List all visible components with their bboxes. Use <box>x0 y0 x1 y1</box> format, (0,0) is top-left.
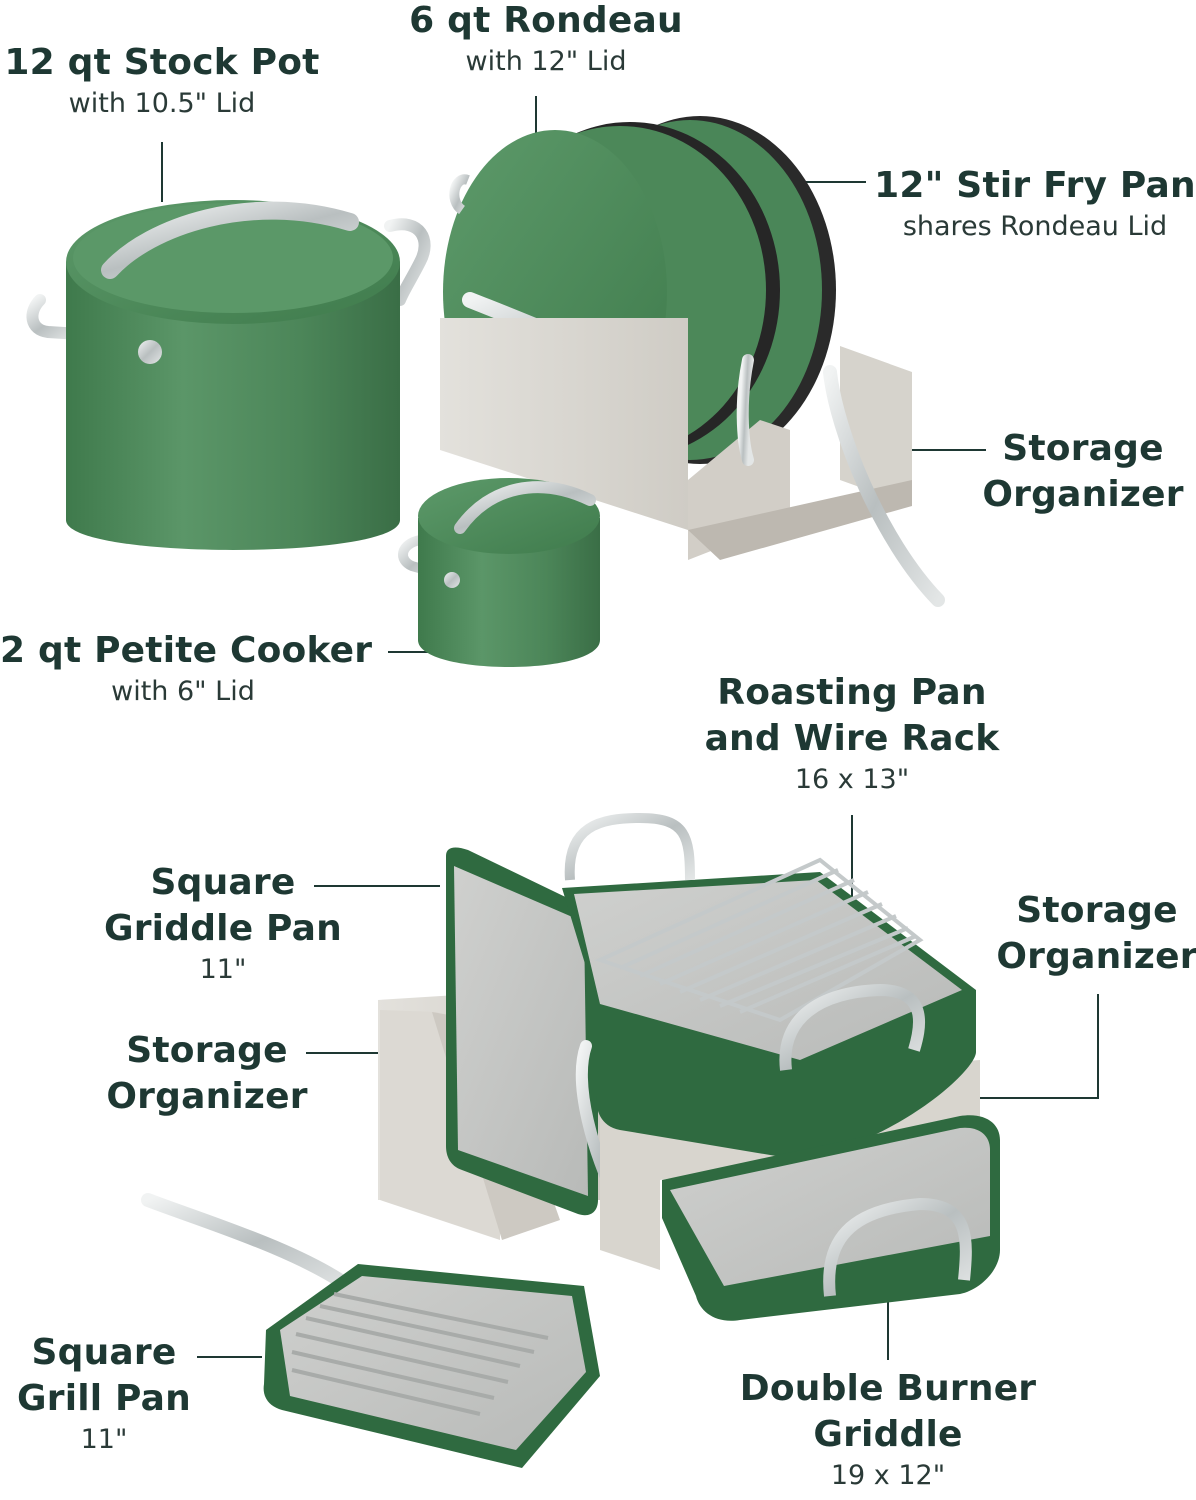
double-griddle-line1: Double Burner <box>739 1368 1037 1409</box>
label-stir-fry: 12" Stir Fry Pan shares Rondeau Lid <box>874 163 1196 245</box>
grill-pan-illustration <box>141 1193 600 1468</box>
grill-pan-line1: Square <box>31 1332 177 1373</box>
grill-pan-subtitle: 11" <box>80 1424 128 1455</box>
double-griddle-line2: Griddle <box>813 1414 963 1455</box>
grill-pan-line2: Grill Pan <box>17 1378 191 1419</box>
storage-right-line2: Organizer <box>996 936 1196 977</box>
label-grill-pan: Square Grill Pan 11" <box>4 1330 204 1458</box>
label-storage-left: Storage Organizer <box>104 1028 310 1120</box>
stock-pot-illustration <box>26 200 431 550</box>
label-square-griddle: Square Griddle Pan 11" <box>98 860 348 988</box>
storage-left-line2: Organizer <box>106 1076 308 1117</box>
square-griddle-line2: Griddle Pan <box>103 908 342 949</box>
storage-left-line1: Storage <box>126 1030 288 1071</box>
label-storage-right: Storage Organizer <box>994 888 1196 980</box>
petite-title: 2 qt Petite Cooker <box>0 630 373 671</box>
roasting-line1: Roasting Pan <box>717 672 987 713</box>
square-griddle-subtitle: 11" <box>199 954 247 985</box>
stock-pot-title: 12 qt Stock Pot <box>4 42 320 83</box>
storage-right-line1: Storage <box>1016 890 1178 931</box>
label-double-griddle: Double Burner Griddle 19 x 12" <box>732 1366 1044 1494</box>
petite-cooker-illustration <box>398 478 600 667</box>
label-storage-top: Storage Organizer <box>980 426 1186 518</box>
rondeau-subtitle: with 12" Lid <box>465 46 627 77</box>
lower-organizer-illustration <box>378 812 1000 1321</box>
stock-pot-subtitle: with 10.5" Lid <box>68 88 256 119</box>
storage-top-line2: Organizer <box>982 474 1184 515</box>
roasting-line2: and Wire Rack <box>704 718 1000 759</box>
square-griddle-line1: Square <box>150 862 296 903</box>
label-roasting: Roasting Pan and Wire Rack 16 x 13" <box>700 670 1004 798</box>
label-rondeau: 6 qt Rondeau with 12" Lid <box>396 0 696 80</box>
storage-top-line1: Storage <box>1002 428 1164 469</box>
rondeau-title: 6 qt Rondeau <box>409 0 683 41</box>
label-petite: 2 qt Petite Cooker with 6" Lid <box>0 628 373 710</box>
petite-subtitle: with 6" Lid <box>111 676 255 707</box>
leader-lines <box>161 96 1099 1360</box>
roasting-subtitle: 16 x 13" <box>794 764 910 795</box>
double-griddle-subtitle: 19 x 12" <box>830 1460 946 1491</box>
stir-fry-title: 12" Stir Fry Pan <box>874 165 1196 206</box>
rondeau-organizer-illustration <box>440 116 945 607</box>
label-stock-pot: 12 qt Stock Pot with 10.5" Lid <box>0 40 324 122</box>
stir-fry-subtitle: shares Rondeau Lid <box>902 211 1168 242</box>
